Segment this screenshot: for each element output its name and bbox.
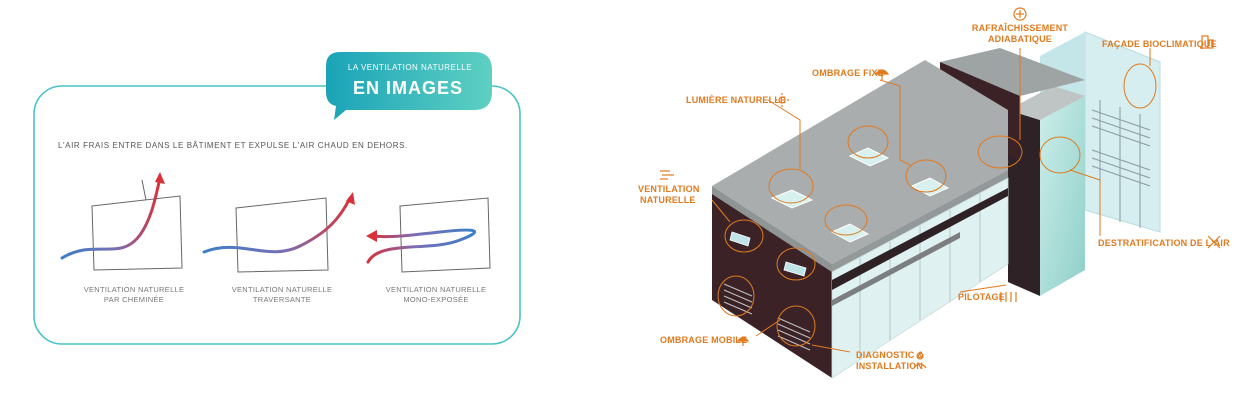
label-facade: FAÇADE BIOCLIMATIQUE — [1102, 39, 1217, 49]
main-roof — [712, 60, 1008, 264]
mobile-shades — [723, 283, 811, 351]
badge-shape — [326, 52, 492, 120]
label-ventilation-2: NATURELLE — [640, 195, 696, 205]
label-destratification: DESTRATIFICATION DE L'AIR — [1098, 238, 1230, 248]
caption-traversante-2: TRAVERSANTE — [253, 295, 311, 304]
building-illustration: RAFRAÎCHISSEMENT ADIABATIQUE FAÇADE BIOC… — [638, 7, 1230, 379]
labels: RAFRAÎCHISSEMENT ADIABATIQUE FAÇADE BIOC… — [638, 22, 1230, 371]
caption-mono-2: MONO-EXPOSÉE — [403, 295, 468, 304]
left-panel: LA VENTILATION NATURELLE EN IMAGES L'AIR… — [33, 52, 521, 345]
label-adiabatique: ADIABATIQUE — [988, 34, 1052, 44]
glass-tower-panel — [1040, 96, 1085, 296]
badge-line1: LA VENTILATION NATURELLE — [348, 63, 472, 72]
label-rafraichissement: RAFRAÎCHISSEMENT — [972, 22, 1069, 33]
label-diagnostic-1: DIAGNOSTIC & — [856, 350, 924, 360]
lower-awning — [832, 232, 960, 306]
umbrella-mobile-icon — [736, 336, 750, 346]
caption-chimney-1: VENTILATION NATURELLE — [84, 285, 185, 294]
label-lumiere: LUMIÈRE NATURELLE — [686, 95, 786, 105]
caption-traversante-1: VENTILATION NATURELLE — [232, 285, 333, 294]
fan-icon — [1207, 235, 1221, 249]
highlight-circles — [717, 63, 1157, 347]
front-windows — [729, 231, 807, 277]
label-diagnostic-2: INSTALLATION — [856, 361, 923, 371]
awning — [832, 188, 1008, 290]
caption-mono-1: VENTILATION NATURELLE — [386, 285, 487, 294]
building-icon — [1201, 35, 1214, 49]
label-pilotage: PILOTAGE — [958, 292, 1005, 302]
leader-lines — [711, 48, 1151, 353]
rear-block-top — [940, 48, 1085, 96]
roof-edge-right — [832, 170, 1008, 272]
label-ombrage-fixe: OMBRAGE FIXE — [812, 68, 884, 78]
facade-louvers — [1091, 100, 1151, 228]
glass-tower-side — [1084, 31, 1161, 233]
house-outline — [399, 197, 491, 273]
house-outline — [235, 197, 329, 273]
tower-top — [1008, 86, 1085, 120]
label-ombrage-mobile: OMBRAGE MOBILE — [660, 335, 747, 345]
arrow-head — [155, 172, 165, 184]
caption-chimney-2: PAR CHEMINÉE — [104, 295, 164, 304]
person-tool-icon — [913, 352, 927, 369]
diagram-traversante: VENTILATION NATURELLE TRAVERSANTE — [202, 192, 355, 304]
skylights — [770, 147, 950, 243]
label-ventilation-1: VENTILATION — [638, 184, 700, 194]
umbrella-icon — [874, 69, 890, 80]
airflow-arrow — [60, 176, 162, 260]
arrow-head — [366, 230, 377, 242]
sliders-icon — [1000, 292, 1017, 302]
sun-icon — [775, 93, 789, 107]
airflow-arrow — [366, 228, 476, 264]
roof-edge — [712, 186, 832, 272]
badge-line2: EN IMAGES — [353, 78, 463, 98]
snowflake-icon — [1013, 7, 1027, 21]
panel-subtitle: L'AIR FRAIS ENTRE DANS LE BÂTIMENT ET EX… — [58, 141, 408, 150]
wind-icon — [660, 170, 674, 180]
icons — [660, 7, 1221, 369]
chimney-line — [141, 179, 147, 201]
diagram-chimney: VENTILATION NATURELLE PAR CHEMINÉE — [60, 172, 185, 304]
airflow-arrow — [202, 196, 352, 254]
arrow-head — [346, 192, 355, 205]
title-badge: LA VENTILATION NATURELLE EN IMAGES — [326, 52, 492, 120]
diagram-mono-exposee: VENTILATION NATURELLE MONO-EXPOSÉE — [366, 197, 491, 304]
panel-frame — [33, 85, 521, 345]
